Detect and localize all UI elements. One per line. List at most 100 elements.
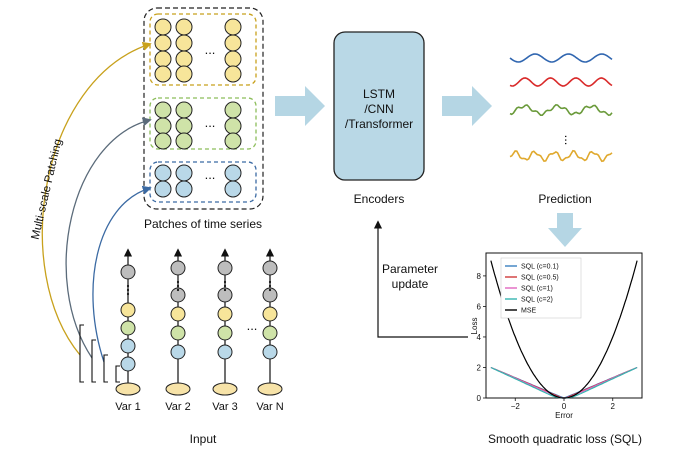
vertical-dots <box>268 280 272 284</box>
var-node <box>170 287 186 303</box>
input-caption: Input <box>190 432 217 446</box>
patch-node-blue <box>154 164 172 182</box>
vertical-dots <box>176 284 180 288</box>
sql-caption: Smooth quadratic loss (SQL) <box>488 432 642 446</box>
chart-legend: SQL (c=0.1)SQL (c=0.5)SQL (c=1)SQL (c=2)… <box>500 257 582 319</box>
var-node <box>170 344 186 360</box>
var-node <box>217 344 233 360</box>
parameter-update-arrow <box>373 220 468 338</box>
var-node <box>120 264 136 280</box>
patch-node-yellow <box>154 34 172 52</box>
patch-node-yellow <box>224 65 242 83</box>
param-update-line1: Parameter <box>382 262 438 276</box>
prediction-waves <box>509 53 613 163</box>
patch-node-blue <box>154 180 172 198</box>
patch-node-yellow <box>175 50 193 68</box>
input-oval <box>165 382 191 396</box>
var-column: Var 2 <box>165 248 191 413</box>
vertical-dots <box>268 284 272 288</box>
prediction-wave <box>509 77 613 87</box>
patch-node-blue <box>224 180 242 198</box>
var-node <box>262 260 278 276</box>
patch-node-green <box>224 132 242 150</box>
vertical-dots <box>223 280 227 284</box>
encoder-text-line2: /CNN <box>364 102 393 116</box>
param-update-line2: update <box>392 277 429 291</box>
patch-node-green <box>175 101 193 119</box>
prediction-wave <box>509 149 613 163</box>
patch-node-yellow <box>154 18 172 36</box>
var-node <box>262 306 278 322</box>
var-node <box>262 325 278 341</box>
series-line <box>490 366 638 399</box>
var-label: Var 1 <box>115 401 140 413</box>
patch-node-green <box>175 132 193 150</box>
encoder-box <box>333 31 425 181</box>
chart-ylabel: Loss <box>470 318 479 335</box>
patch-node-green <box>154 117 172 135</box>
var-ellipsis: ... <box>247 318 258 333</box>
patch-node-green <box>224 117 242 135</box>
vertical-dots <box>223 288 227 292</box>
vertical-dots <box>126 284 130 288</box>
patch-node-yellow <box>224 50 242 68</box>
y-tick-label: 0 <box>477 394 482 403</box>
var-node <box>170 325 186 341</box>
series-line <box>490 260 638 399</box>
series-line <box>490 366 638 399</box>
var-column: Var 1 <box>115 248 141 413</box>
flow-arrow-to-loss <box>548 213 582 247</box>
y-tick-label: 8 <box>477 272 482 281</box>
legend-label: SQL (c=0.5) <box>521 275 559 282</box>
patch-group-yellow: ... <box>149 13 257 86</box>
var-node <box>217 260 233 276</box>
series-line <box>490 366 638 399</box>
multiscale-arrow-blue <box>92 185 152 363</box>
legend-label: SQL (c=1) <box>521 286 553 293</box>
patch-group-green: ... <box>149 97 257 150</box>
y-tick-label: 4 <box>477 333 482 342</box>
var-column: Var N <box>256 248 284 413</box>
var-label: Var 2 <box>165 401 190 413</box>
multiscale-arrow-slate <box>65 117 152 359</box>
prediction-wave <box>509 103 613 117</box>
vertical-dots <box>268 288 272 292</box>
x-tick-label: 0 <box>562 402 567 411</box>
var-node <box>120 356 136 372</box>
var-node <box>262 287 278 303</box>
legend-label: MSE <box>521 308 537 315</box>
var-node <box>170 260 186 276</box>
patch-node-green <box>154 101 172 119</box>
y-tick-label: 2 <box>477 363 482 372</box>
var-label: Var 3 <box>212 401 237 413</box>
patch-ellipsis-blue: ... <box>205 167 216 182</box>
vertical-dots <box>126 292 130 296</box>
patch-node-green <box>175 117 193 135</box>
patch-node-yellow <box>224 34 242 52</box>
input-oval <box>115 382 141 396</box>
patch-ellipsis-yellow: ... <box>205 42 216 57</box>
var-node <box>170 306 186 322</box>
flow-arrow-to-prediction <box>442 86 492 126</box>
var-node <box>217 325 233 341</box>
patches-caption: Patches of time series <box>144 217 262 231</box>
patch-node-green <box>154 132 172 150</box>
patch-node-yellow <box>175 34 193 52</box>
patch-node-yellow <box>175 18 193 36</box>
input-oval <box>257 382 283 396</box>
patch-node-yellow <box>154 65 172 83</box>
flow-arrow-to-encoder <box>275 86 325 126</box>
var-node <box>217 287 233 303</box>
patch-node-blue <box>224 164 242 182</box>
multiscale-label: Multi-scale Patching <box>30 138 65 241</box>
patch-node-yellow <box>175 65 193 83</box>
var-node <box>120 320 136 336</box>
prediction-wave <box>509 53 613 63</box>
series-line <box>490 366 638 399</box>
input-variables: Var 1 Var 2 Var 3 Var N <box>115 248 284 413</box>
legend-label: SQL (c=2) <box>521 297 553 304</box>
vertical-dots <box>126 288 130 292</box>
